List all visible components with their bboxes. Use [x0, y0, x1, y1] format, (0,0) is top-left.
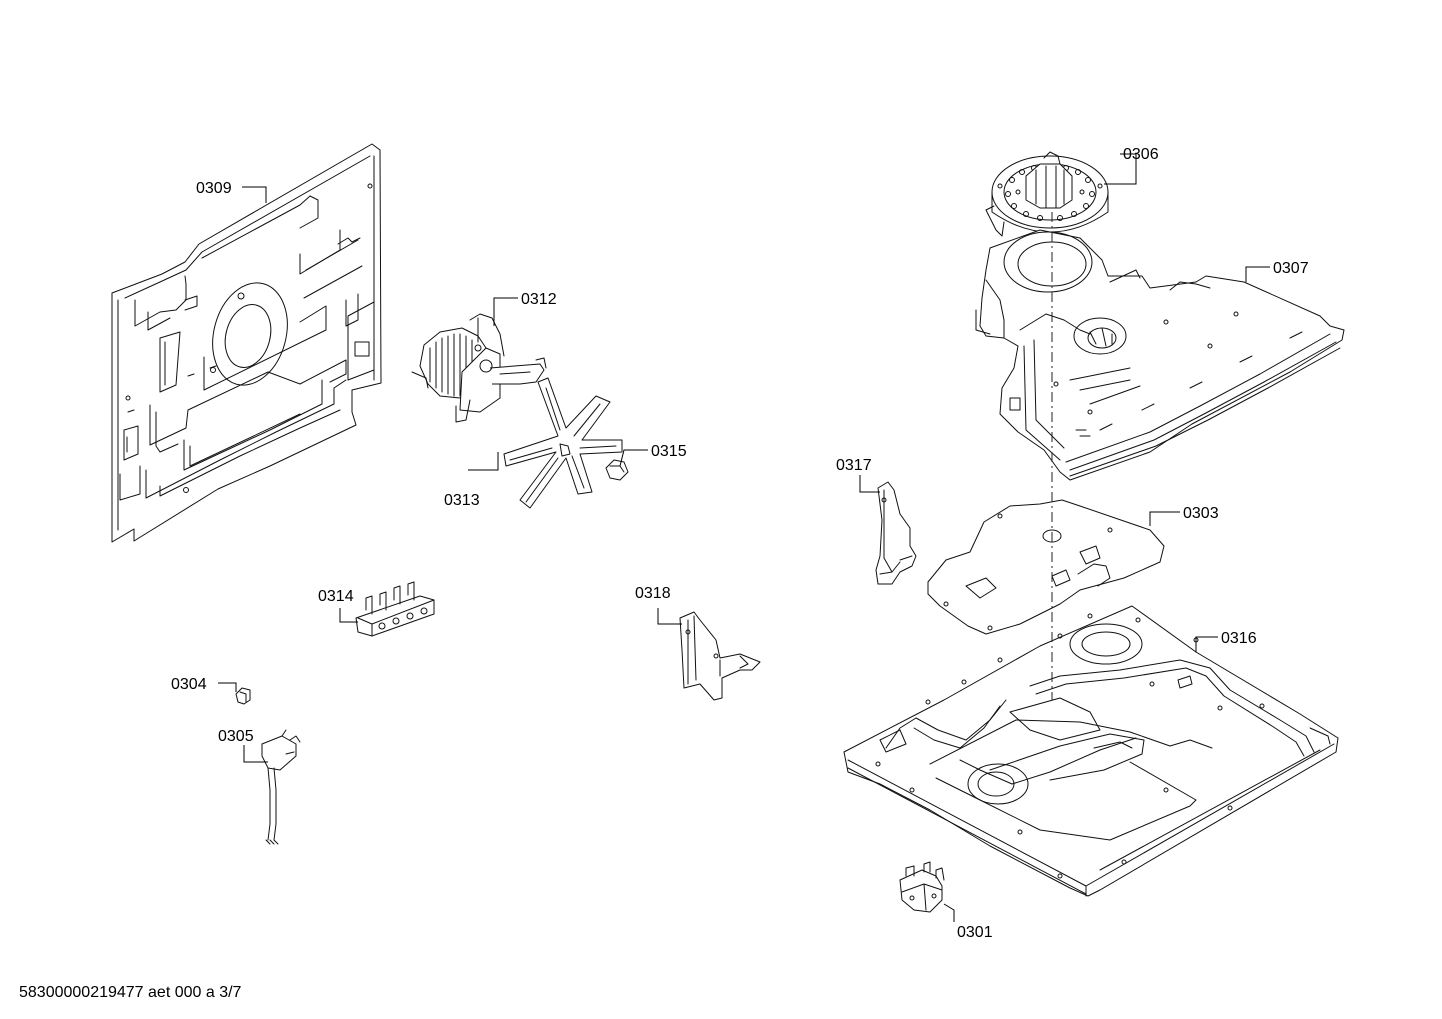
label-0306: 0306 [1123, 146, 1159, 163]
label-0313: 0313 [444, 492, 480, 509]
label-0318: 0318 [635, 585, 671, 602]
part-0301-switch[interactable] [899, 861, 945, 913]
document-id: 58300000219477 aet 000 a 3/7 [19, 984, 242, 1001]
part-0314-terminal-block[interactable] [355, 581, 435, 637]
label-0307: 0307 [1273, 260, 1309, 277]
part-labels: 0309 0312 0313 0315 0314 0304 0305 0318 … [171, 146, 1309, 941]
label-0314: 0314 [318, 588, 354, 605]
label-0305: 0305 [218, 728, 254, 745]
label-0303: 0303 [1183, 505, 1219, 522]
label-0317: 0317 [836, 457, 872, 474]
part-0304-strain-relief[interactable] [235, 687, 251, 705]
label-0316: 0316 [1221, 630, 1257, 647]
part-0317-small-bracket[interactable] [875, 481, 917, 585]
part-0316-base-plate[interactable] [843, 605, 1339, 897]
part-0303-cover-plate[interactable] [927, 499, 1165, 635]
part-0318-bracket[interactable] [679, 611, 761, 701]
part-0315-knob[interactable] [605, 459, 629, 481]
part-0306-fan-impeller[interactable] [985, 151, 1109, 237]
label-0309: 0309 [196, 180, 232, 197]
part-0307-fan-housing[interactable] [975, 229, 1345, 481]
part-0313-fan-wheel[interactable] [503, 377, 623, 509]
label-0304: 0304 [171, 676, 207, 693]
label-0301: 0301 [957, 924, 993, 941]
label-0312: 0312 [521, 291, 557, 308]
part-0312-fan-motor[interactable] [411, 313, 547, 423]
leader-lines [218, 153, 1270, 922]
part-0309-rear-panel[interactable] [111, 143, 382, 543]
part-0305-power-cord[interactable] [261, 729, 301, 845]
label-0315: 0315 [651, 443, 687, 460]
